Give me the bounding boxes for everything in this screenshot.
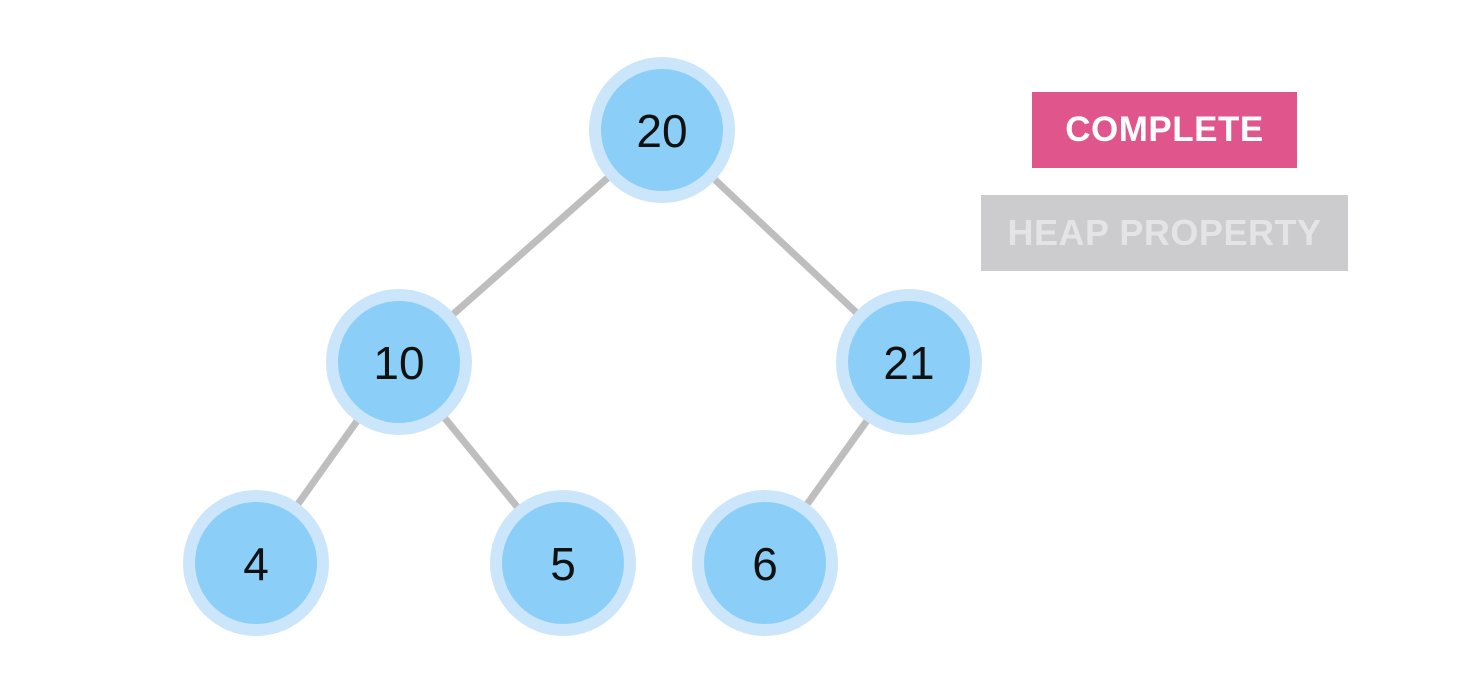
node-circle xyxy=(338,301,460,423)
node-value: 10 xyxy=(373,337,424,389)
node-circle xyxy=(195,502,317,624)
node-circle xyxy=(502,502,624,624)
complete-label: COMPLETE xyxy=(1032,92,1297,168)
tree-node-10: 10 xyxy=(326,289,472,435)
node-value: 5 xyxy=(550,538,576,590)
tree-node-21: 21 xyxy=(836,289,982,435)
tree-node-4: 4 xyxy=(183,490,329,636)
node-circle xyxy=(848,301,970,423)
node-value: 4 xyxy=(243,538,269,590)
node-value: 21 xyxy=(883,337,934,389)
tree-nodes: 20 10 21 4 5 6 xyxy=(183,57,982,636)
tree-node-20: 20 xyxy=(589,57,735,203)
node-circle xyxy=(704,502,826,624)
node-value: 6 xyxy=(752,538,778,590)
tree-node-5: 5 xyxy=(490,490,636,636)
node-value: 20 xyxy=(636,105,687,157)
heap-property-label: HEAP PROPERTY xyxy=(981,195,1348,271)
node-circle xyxy=(601,69,723,191)
tree-node-6: 6 xyxy=(692,490,838,636)
